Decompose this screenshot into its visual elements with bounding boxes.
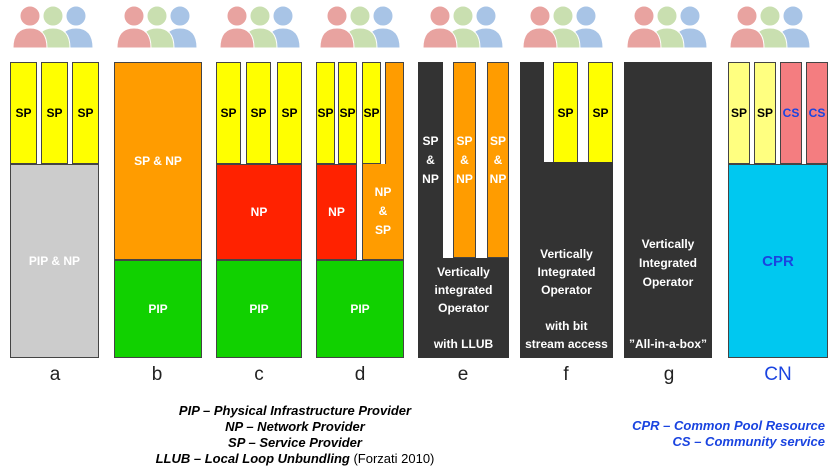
sp-block: SP <box>10 62 37 164</box>
users-icon <box>219 5 301 48</box>
vertically-integrated-llub-block: Vertically integrated Operator with LLUB <box>418 258 509 358</box>
sp-np-block: SP & NP <box>487 62 509 258</box>
legend-sp: SP – Service Provider <box>228 435 362 450</box>
column-letter-cn: CN <box>764 364 792 385</box>
legend-llub: LLUB – Local Loop Unbundling (Forzati 20… <box>100 451 490 467</box>
sp-block: SP <box>338 62 357 164</box>
vertically-integrated-block: Vertically Integrated Operator <box>624 62 712 358</box>
cs-block: CS <box>806 62 828 164</box>
sp-block: SP <box>277 62 302 164</box>
legend-cs: CS – Community service <box>672 434 825 449</box>
legend-citation: (Forzati 2010) <box>349 451 435 466</box>
sp-block: SP <box>246 62 271 164</box>
cs-block: CS <box>780 62 802 164</box>
column-letter-f: f <box>563 364 569 385</box>
pip-np-block: PIP & NP <box>10 164 99 358</box>
np-block: NP <box>216 164 302 260</box>
column-letter-d: d <box>354 364 366 385</box>
legend-pip: PIP – Physical Infrastructure Provider <box>178 403 412 418</box>
users-icon <box>626 5 708 48</box>
sp-np-block: SP & NP <box>453 62 476 258</box>
users-icon <box>12 5 94 48</box>
pip-block: PIP <box>316 260 404 358</box>
column-letter-e: e <box>457 364 469 385</box>
column-letter-a: a <box>49 364 61 385</box>
pip-block: PIP <box>114 260 202 358</box>
sp-block: SP <box>588 62 613 164</box>
legend-llub-text: LLUB – Local Loop Unbundling <box>155 451 350 466</box>
users-icon <box>522 5 604 48</box>
sp-block: SP <box>216 62 241 164</box>
column-letter-c: c <box>254 364 264 385</box>
sp-np-dark-block: SP & NP <box>418 62 443 258</box>
vertically-integrated-bitstream-block: Vertically Integrated Operator with bit … <box>520 162 613 358</box>
sp-block: SP <box>754 62 776 164</box>
sp-block: SP <box>728 62 750 164</box>
pip-block: PIP <box>216 260 302 358</box>
sp-np-block: SP & NP <box>114 62 202 260</box>
legend-abbreviations: PIP – Physical Infrastructure Provider N… <box>100 403 490 467</box>
users-icon <box>116 5 198 48</box>
legend-community: CPR – Common Pool Resource CS – Communit… <box>560 418 825 450</box>
users-icon <box>729 5 811 48</box>
sp-block: SP <box>72 62 99 164</box>
all-in-a-box-label: ”All-in-a-box” <box>629 336 707 351</box>
sp-block: SP <box>41 62 68 164</box>
cpr-block: CPR <box>728 164 828 358</box>
sp-block: SP <box>362 62 381 164</box>
np-block: NP <box>316 164 357 260</box>
sp-block: SP <box>316 62 335 164</box>
column-letter-g: g <box>663 364 675 385</box>
users-icon <box>422 5 504 48</box>
np-sp-block: NP & SP <box>362 164 404 260</box>
legend-cpr: CPR – Common Pool Resource <box>632 418 825 433</box>
sp-block: SP <box>553 62 578 164</box>
dark-sp-block <box>520 62 544 162</box>
column-letter-b: b <box>151 364 163 385</box>
legend-np: NP – Network Provider <box>225 419 365 434</box>
users-icon <box>319 5 401 48</box>
np-sp-upper-block <box>385 62 404 164</box>
